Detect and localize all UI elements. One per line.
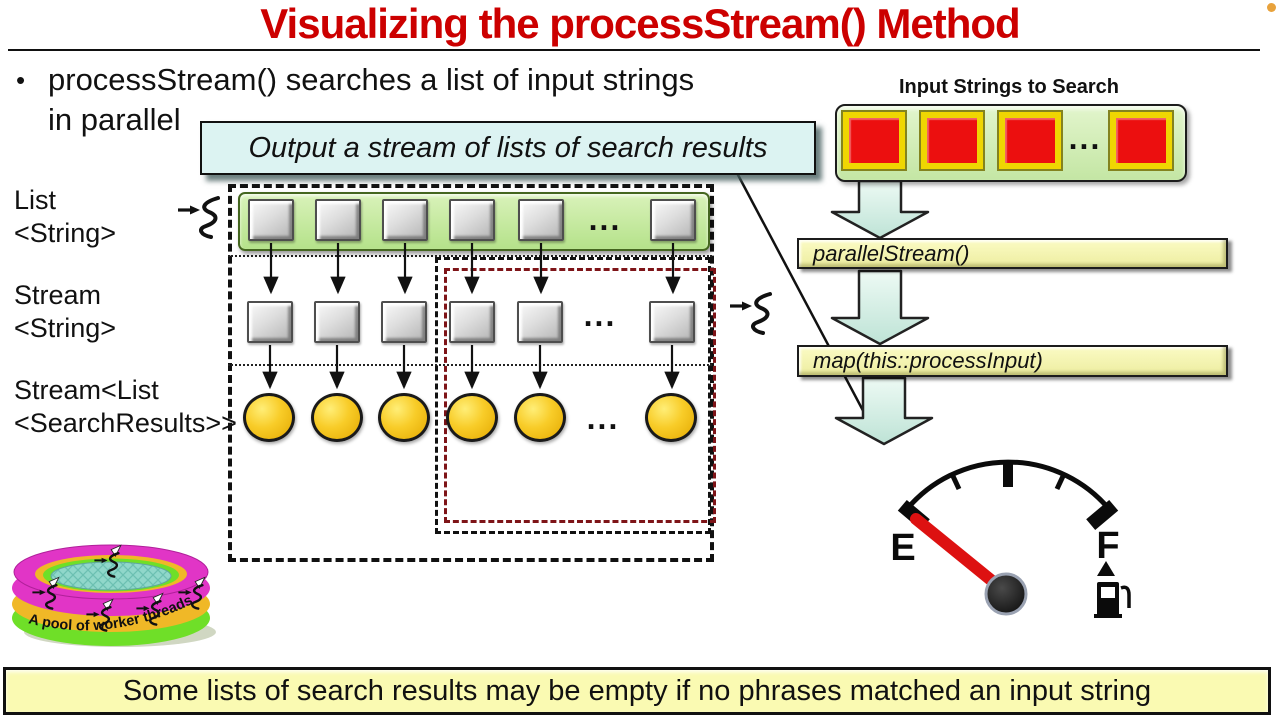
label-list-string: List <String> bbox=[14, 185, 117, 248]
parallelstream-label: parallelStream() bbox=[813, 240, 970, 266]
string-cell bbox=[315, 199, 361, 241]
stage-separator-1 bbox=[228, 255, 712, 257]
recording-dot-icon bbox=[1267, 3, 1276, 12]
down-arrow-icon bbox=[834, 376, 934, 446]
bullet-marker: • bbox=[16, 65, 26, 95]
footer-banner-text: Some lists of search results may be empt… bbox=[122, 674, 1152, 707]
searchresults-item bbox=[378, 393, 430, 442]
output-callout-text: Output a stream of lists of search resul… bbox=[248, 131, 768, 164]
label-stream-string: Stream <String> bbox=[14, 280, 117, 343]
row3-ellipsis: ... bbox=[586, 400, 620, 436]
searchresults-item bbox=[311, 393, 363, 442]
page-title: Visualizing the processStream() Method bbox=[260, 0, 1020, 47]
gauge-full-label: F bbox=[1096, 525, 1119, 567]
bullet-line1: processStream() searches a list of input… bbox=[48, 62, 695, 97]
input-strings-header: Input Strings to Search bbox=[898, 76, 1120, 98]
fuel-gauge: E F bbox=[890, 459, 1131, 618]
fuel-pump-icon bbox=[1094, 561, 1131, 618]
stream-element bbox=[517, 301, 563, 343]
map-processinput-label: map(this::processInput) bbox=[813, 348, 1043, 373]
searchresults-item bbox=[514, 393, 566, 442]
thread-icon bbox=[176, 196, 220, 239]
title-underline bbox=[8, 49, 1260, 51]
thread-pool: A pool of worker threads bbox=[12, 544, 216, 647]
row1-ellipsis: ... bbox=[588, 201, 622, 237]
string-cell bbox=[382, 199, 428, 241]
input-ellipsis: ... bbox=[1068, 120, 1102, 156]
svg-text:A pool of worker threads: A pool of worker threads bbox=[27, 592, 195, 634]
footer-banner: Some lists of search results may be empt… bbox=[3, 667, 1271, 715]
row2-ellipsis: ... bbox=[583, 297, 617, 333]
input-string-cell bbox=[1110, 112, 1172, 169]
string-cell bbox=[248, 199, 294, 241]
input-string-cell bbox=[921, 112, 983, 169]
output-callout-box: Output a stream of lists of search resul… bbox=[200, 121, 816, 175]
searchresults-item bbox=[446, 393, 498, 442]
bullet-text: • processStream() searches a list of inp… bbox=[16, 60, 816, 140]
pool-caption: A pool of worker threads bbox=[27, 592, 195, 634]
thread-icon bbox=[728, 292, 772, 335]
gauge-hub bbox=[984, 572, 1028, 616]
map-processinput-box: map(this::processInput) bbox=[797, 345, 1228, 377]
gauge-empty-label: E bbox=[890, 527, 915, 569]
stream-element bbox=[314, 301, 360, 343]
stream-element bbox=[449, 301, 495, 343]
stream-element bbox=[649, 301, 695, 343]
input-string-cell bbox=[843, 112, 905, 169]
input-string-cell bbox=[999, 112, 1061, 169]
stage-separator-2 bbox=[228, 364, 712, 366]
string-cell bbox=[518, 199, 564, 241]
sequential-region-frame bbox=[228, 184, 714, 562]
label-stream-searchresults: Stream<List <SearchResults>> bbox=[14, 375, 237, 438]
searchresults-item bbox=[645, 393, 697, 442]
parallelstream-box: parallelStream() bbox=[797, 238, 1228, 269]
string-cell bbox=[650, 199, 696, 241]
gauge-needle bbox=[910, 513, 1008, 595]
stream-element bbox=[381, 301, 427, 343]
string-cell bbox=[449, 199, 495, 241]
down-arrow-icon bbox=[830, 179, 930, 240]
searchresults-item bbox=[243, 393, 295, 442]
callout-leader-line bbox=[735, 172, 879, 438]
parallel-region-frame-red bbox=[444, 268, 716, 523]
down-arrow-icon bbox=[830, 269, 930, 346]
parallel-region-frame bbox=[435, 257, 711, 534]
stream-element bbox=[247, 301, 293, 343]
bullet-line2: in parallel bbox=[48, 102, 181, 137]
